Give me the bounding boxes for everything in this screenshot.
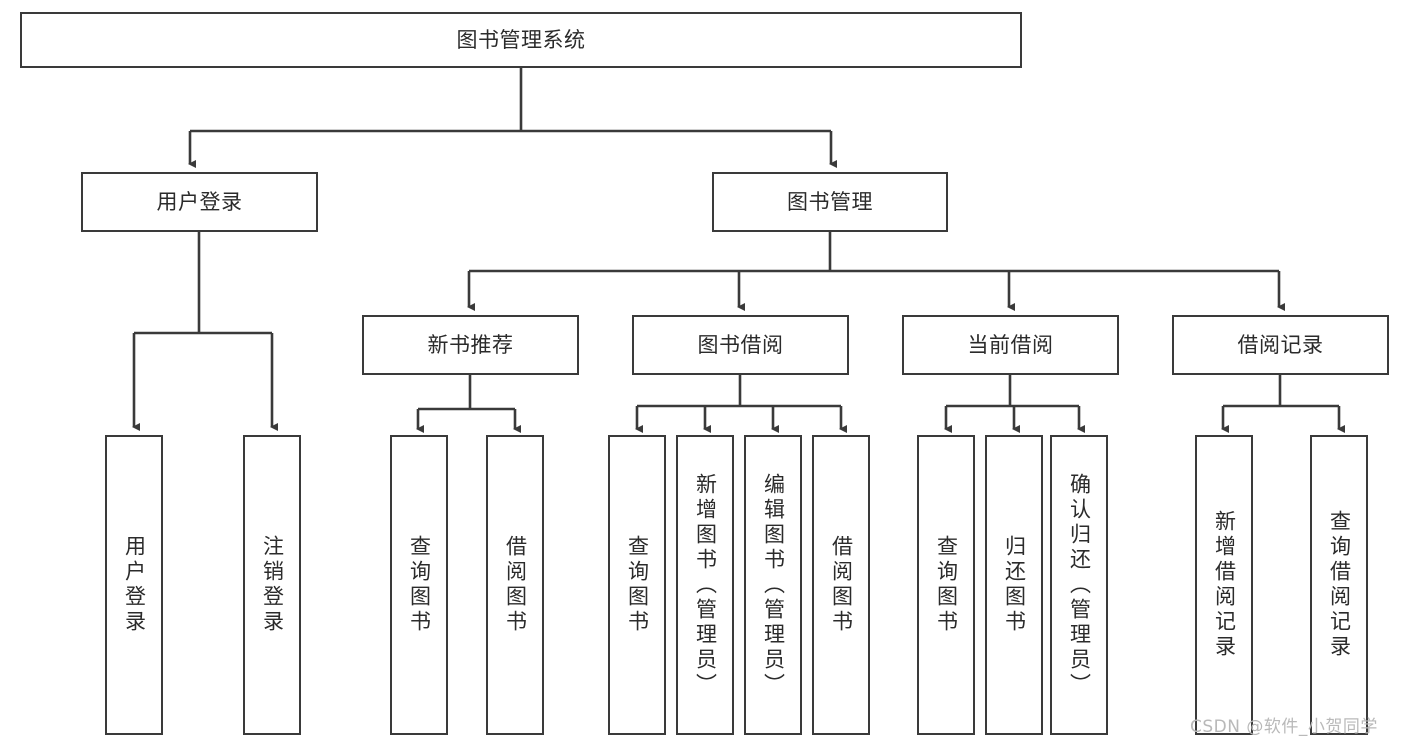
leaf-borrow-query-book[interactable]: 查询图书 <box>608 435 666 735</box>
leaf-borrow-edit-book-admin[interactable]: 编辑图书（管理员） <box>744 435 802 735</box>
node-label: 查询图书 <box>407 535 432 635</box>
node-label: 借阅图书 <box>829 535 854 635</box>
watermark: CSDN @软件_小贺同学 <box>1190 717 1378 737</box>
node-label: 注销登录 <box>260 535 285 635</box>
leaf-record-query-record[interactable]: 查询借阅记录 <box>1310 435 1368 735</box>
node-label: 图书借阅 <box>697 332 784 357</box>
leaf-record-add-record[interactable]: 新增借阅记录 <box>1195 435 1253 735</box>
leaf-user-login-logout[interactable]: 注销登录 <box>243 435 301 735</box>
node-label: 查询借阅记录 <box>1327 510 1352 660</box>
node-book-management[interactable]: 图书管理 <box>712 172 948 232</box>
node-new-book-recommend[interactable]: 新书推荐 <box>362 315 579 375</box>
node-label: 借阅图书 <box>503 535 528 635</box>
node-book-borrow[interactable]: 图书借阅 <box>632 315 849 375</box>
node-label: 新增图书（管理员） <box>693 472 718 698</box>
node-label: 归还图书 <box>1002 535 1027 635</box>
node-label: 确认归还（管理员） <box>1067 472 1092 698</box>
leaf-borrow-add-book-admin[interactable]: 新增图书（管理员） <box>676 435 734 735</box>
node-user-login[interactable]: 用户登录 <box>81 172 318 232</box>
node-label: 当前借阅 <box>967 332 1054 357</box>
leaf-new-book-query[interactable]: 查询图书 <box>390 435 448 735</box>
node-label: 图书管理系统 <box>456 27 586 52</box>
node-root-system[interactable]: 图书管理系统 <box>20 12 1022 68</box>
node-label: 用户登录 <box>122 535 147 635</box>
node-label: 新增借阅记录 <box>1212 510 1237 660</box>
node-label: 编辑图书（管理员） <box>761 472 786 698</box>
node-current-borrow[interactable]: 当前借阅 <box>902 315 1119 375</box>
node-label: 新书推荐 <box>427 332 514 357</box>
leaf-current-query-book[interactable]: 查询图书 <box>917 435 975 735</box>
leaf-user-login-login[interactable]: 用户登录 <box>105 435 163 735</box>
node-label: 查询图书 <box>625 535 650 635</box>
leaf-borrow-borrow-book[interactable]: 借阅图书 <box>812 435 870 735</box>
node-label: 借阅记录 <box>1237 332 1324 357</box>
node-label: 图书管理 <box>787 189 873 214</box>
node-label: 用户登录 <box>156 189 243 214</box>
leaf-current-return-book[interactable]: 归还图书 <box>985 435 1043 735</box>
leaf-current-confirm-return-admin[interactable]: 确认归还（管理员） <box>1050 435 1108 735</box>
node-label: 查询图书 <box>934 535 959 635</box>
node-borrow-record[interactable]: 借阅记录 <box>1172 315 1389 375</box>
leaf-new-book-borrow[interactable]: 借阅图书 <box>486 435 544 735</box>
